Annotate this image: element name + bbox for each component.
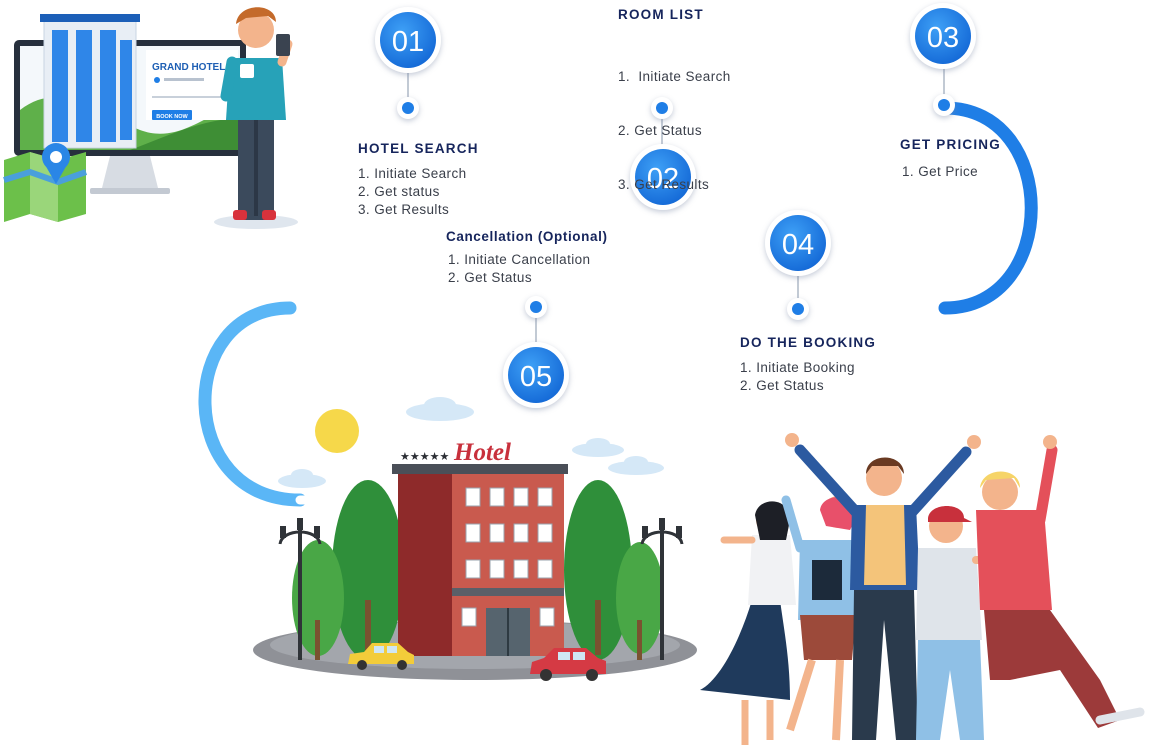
- step-2-item: 1. Initiate Search: [618, 69, 731, 84]
- step-1-item: 2. Get status: [358, 184, 440, 199]
- step-badge-2: 02: [630, 144, 696, 210]
- step-4-item: 2. Get Status: [740, 378, 824, 393]
- hotel-sign-text: Hotel: [453, 439, 511, 466]
- path-dot-4: [787, 298, 809, 320]
- step-4-list: 1. Initiate Booking 2. Get Status: [740, 359, 855, 395]
- step-badge-5: 05: [503, 342, 569, 408]
- map-illustration: [3, 143, 88, 222]
- screen-brand-text: GRAND HOTEL: [152, 62, 225, 73]
- step-badge-1-number: 01: [392, 26, 424, 58]
- screen-button-text: BOOK NOW: [156, 114, 188, 120]
- yellow-car: [348, 643, 414, 670]
- step-1-title: HOTEL SEARCH: [358, 141, 479, 156]
- computer-illustration: GRAND HOTEL BOOK NOW: [14, 14, 246, 194]
- step-5-item: 1. Initiate Cancellation: [448, 252, 591, 267]
- path-dot-1: [397, 97, 419, 119]
- step-3-list: 1. Get Price: [902, 163, 978, 181]
- step-badge-2-number: 02: [647, 163, 679, 195]
- step-3-item: 1. Get Price: [902, 164, 979, 179]
- badge-connectors: [407, 68, 945, 342]
- happy-people-illustration: [700, 433, 1145, 745]
- step-badge-1: 01: [375, 7, 441, 73]
- step-4-title: DO THE BOOKING: [740, 335, 877, 350]
- path-dot-3: [933, 94, 955, 116]
- step-5-list: 1. Initiate Cancellation 2. Get Status: [448, 251, 590, 287]
- sun-illustration: [315, 409, 359, 453]
- red-car: [530, 648, 606, 681]
- step-2-item: 3. Get Results: [618, 177, 710, 192]
- step-1-item: 1. Initiate Search: [358, 166, 467, 181]
- step-badge-4: 04: [765, 210, 831, 276]
- step-5-title: Cancellation (Optional): [446, 229, 608, 244]
- screen-location-icon: [154, 77, 160, 83]
- step-badge-3-number: 03: [927, 22, 959, 54]
- step-2-list: 1. Initiate Search 2. Get Status 3. Get …: [618, 32, 731, 230]
- step-4-item: 1. Initiate Booking: [740, 360, 855, 375]
- hotel-scene: ★★★★★ Hotel: [253, 397, 697, 681]
- step-1-list: 1. Initiate Search 2. Get status 3. Get …: [358, 165, 467, 219]
- step-3-title: GET PRICING: [900, 137, 1001, 152]
- step-5-item: 2. Get Status: [448, 270, 532, 285]
- step-badge-3: 03: [910, 3, 976, 69]
- step-badges: 01 02 03 04 05: [375, 3, 976, 408]
- trees: [292, 480, 664, 660]
- path-dot-2: [651, 97, 673, 119]
- path-right-curve: [938, 101, 1038, 315]
- step-1-item: 3. Get Results: [358, 202, 450, 217]
- hotel-sign-stars: ★★★★★: [400, 450, 449, 463]
- path-dot-5: [525, 296, 547, 318]
- step-badge-4-number: 04: [782, 229, 814, 261]
- step-badge-5-number: 05: [520, 361, 552, 393]
- man-with-phone-illustration: [214, 7, 298, 229]
- street-lamps: [278, 518, 684, 660]
- step-2-item: 2. Get Status: [618, 123, 702, 138]
- step-2-title: ROOM LIST: [618, 7, 704, 22]
- path-dots: [397, 94, 955, 320]
- clouds: [278, 397, 664, 488]
- path-left-curve: [198, 301, 307, 507]
